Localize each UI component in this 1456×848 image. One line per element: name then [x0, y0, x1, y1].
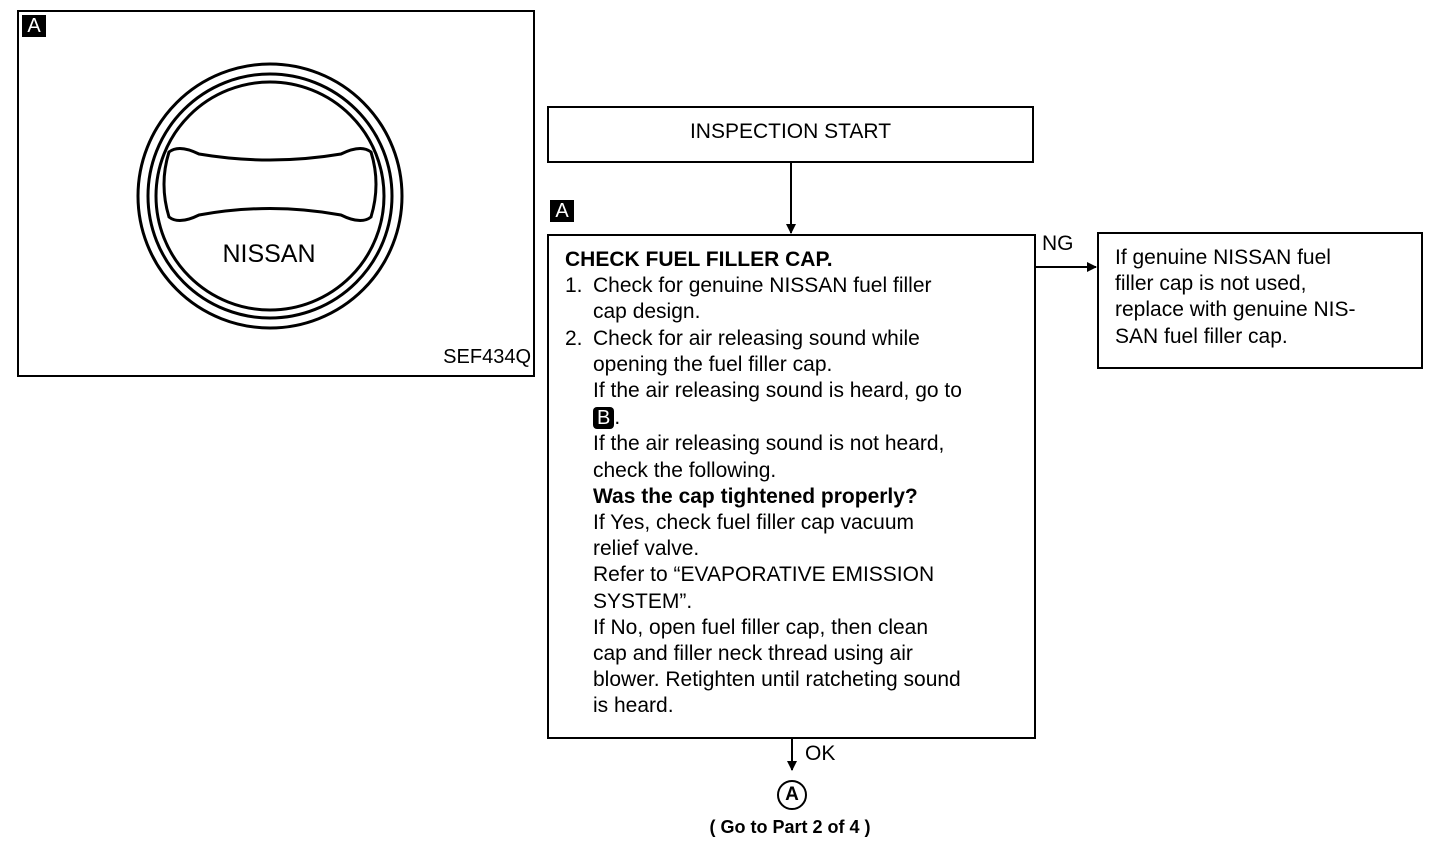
ng-text-3: replace with genuine NIS-: [1115, 298, 1356, 322]
ng-text-2: filler cap is not used,: [1115, 272, 1307, 296]
no-text-2: cap and filler neck thread using air: [593, 642, 913, 666]
ng-result-box: If genuine NISSAN fuel filler cap is not…: [1097, 232, 1423, 369]
refer-text-2: SYSTEM”.: [593, 589, 693, 613]
no-text-1: If No, open fuel filler cap, then clean: [593, 615, 929, 639]
ng-text-4: SAN fuel filler cap.: [1115, 324, 1288, 348]
refer-text-1: Refer to “EVAPORATIVE EMISSION: [593, 563, 935, 587]
heard-target: B.: [565, 404, 1028, 431]
figure-tag: A: [22, 15, 46, 37]
check-fuel-filler-cap-box: CHECK FUEL FILLER CAP. 1. Check for genu…: [547, 234, 1036, 739]
cap-question: Was the cap tightened properly?: [593, 484, 918, 508]
cap-brand-text: NISSAN: [222, 240, 315, 268]
step-1: 1. Check for genuine NISSAN fuel filler: [565, 274, 932, 298]
ng-text-1: If genuine NISSAN fuel: [1115, 246, 1331, 269]
ng-label: NG: [1042, 232, 1074, 255]
not-heard-text-2: check the following.: [593, 458, 777, 482]
yes-text-1: If Yes, check fuel filler cap vacuum: [593, 511, 914, 535]
step-2: 2. Check for air releasing sound while: [565, 326, 920, 350]
check-title: CHECK FUEL FILLER CAP.: [565, 248, 833, 271]
ok-label: OK: [805, 742, 836, 765]
fuel-filler-cap-illustration: NISSAN: [136, 62, 404, 330]
figure-panel: A NISSAN SEF434Q: [17, 10, 535, 377]
no-text-4: is heard.: [593, 694, 674, 718]
step-1-cont: cap design.: [593, 300, 701, 324]
step-2-cont: opening the fuel filler cap.: [593, 352, 833, 376]
heard-text: If the air releasing sound is heard, go …: [593, 379, 962, 403]
yes-text-2: relief valve.: [593, 537, 700, 561]
connector-a-circle: A: [777, 780, 807, 810]
no-text-3: blower. Retighten until ratcheting sound: [593, 668, 961, 692]
not-heard-text-1: If the air releasing sound is not heard,: [593, 432, 945, 456]
inspection-start-label: INSPECTION START: [689, 120, 892, 143]
goto-part-label: ( Go to Part 2 of 4 ): [709, 817, 871, 837]
step-a-tag: A: [550, 200, 574, 222]
figure-code: SEF434Q: [443, 346, 531, 368]
inspection-start-box: INSPECTION START: [547, 106, 1034, 163]
go-to-b-tag: B: [593, 407, 615, 430]
